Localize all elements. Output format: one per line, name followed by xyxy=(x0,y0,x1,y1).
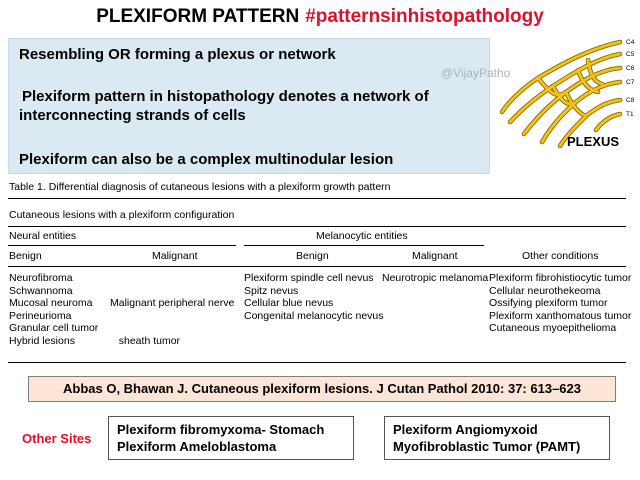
group-header-neural: Neural entities xyxy=(9,230,77,242)
other-sites-label: Other Sites xyxy=(22,431,92,446)
definition-line-2: Plexiform pattern in histopathology deno… xyxy=(22,88,429,105)
table-rule-header xyxy=(8,266,626,267)
definition-line-1: Resembling OR forming a plexus or networ… xyxy=(19,46,336,63)
column-header-melanocytic-malignant: Malignant xyxy=(412,250,458,262)
other-site-item: Plexiform Angiomyxoid xyxy=(393,422,538,437)
plexus-label-t1: T1 xyxy=(626,111,634,118)
title-main: PLEXIFORM PATTERN xyxy=(96,6,300,27)
table-column-other: Plexiform fibrohistiocytic tumor Cellula… xyxy=(489,272,631,335)
table-rule-sub xyxy=(8,226,626,227)
plexus-label-c4: C4 xyxy=(626,39,635,46)
citation-box: Abbas O, Bhawan J. Cutaneous plexiform l… xyxy=(28,376,616,402)
definition-box: Resembling OR forming a plexus or networ… xyxy=(8,38,490,174)
table-cell: Neurofibroma xyxy=(9,272,73,284)
other-sites-box-2: Plexiform Angiomyxoid Myofibroblastic Tu… xyxy=(384,416,610,460)
plexus-label-c6: C6 xyxy=(626,65,635,72)
group-rule-melanocytic xyxy=(244,245,484,246)
table-cell: sheath tumor xyxy=(110,334,181,347)
table-cell: Malignant peripheral nerve xyxy=(110,297,235,310)
group-rule-neural xyxy=(8,245,236,246)
table-cell: Cellular blue nevus xyxy=(244,297,334,310)
table-rule-top xyxy=(8,198,626,199)
definition-line-4: Plexiform can also be a complex multinod… xyxy=(19,151,394,168)
table-cell: Plexiform spindle cell nevus xyxy=(244,272,374,284)
table-column-neural-benign: Neurofibroma Schwannoma Mucosal neuroma … xyxy=(9,272,98,348)
column-header-melanocytic-benign: Benign xyxy=(296,250,329,262)
definition-line-3: interconnecting strands of cells xyxy=(19,107,246,124)
table-cell: Congenital melanocytic nevus xyxy=(244,309,384,322)
column-header-other: Other conditions xyxy=(522,250,599,262)
table-cell: Neurotropic melanoma xyxy=(382,272,489,284)
table-cell: Schwannoma xyxy=(9,284,73,297)
table-column-neural-malignant: Malignant peripheral nerve sheath tumor xyxy=(110,272,234,360)
table-column-melanocytic-malignant: Neurotropic melanoma xyxy=(382,272,488,285)
table-rule-bottom xyxy=(8,362,626,363)
table-cell: Cutaneous myoepithelioma xyxy=(489,322,617,335)
plexus-illustration: C4 C5 C6 C7 C8 T1 xyxy=(499,39,635,149)
table-column-melanocytic-benign: Plexiform spindle cell nevus Spitz nevus… xyxy=(244,272,384,322)
table-cell: Mucosal neuroma xyxy=(9,297,93,310)
table-cell: Cellular neurothekeoma xyxy=(489,284,601,297)
table-caption: Table 1. Differential diagnosis of cutan… xyxy=(9,181,391,193)
table-cell: Perineurioma xyxy=(9,309,72,322)
other-site-item: Plexiform fibromyxoma- Stomach xyxy=(117,422,325,437)
table-cell: Granular cell tumor xyxy=(9,322,99,335)
page-title: PLEXIFORM PATTERN#patternsinhistopatholo… xyxy=(0,6,640,28)
table-cell: Ossifying plexiform tumor xyxy=(489,297,608,310)
plexus-label-c8: C8 xyxy=(626,97,635,104)
table-cell: Hybrid lesions xyxy=(9,334,75,347)
plexus-label-c7: C7 xyxy=(626,79,635,86)
column-header-neural-benign: Benign xyxy=(9,250,42,262)
plexus-label-c5: C5 xyxy=(626,51,635,58)
column-header-neural-malignant: Malignant xyxy=(152,250,198,262)
other-site-item: Myofibroblastic Tumor (PAMT) xyxy=(393,439,581,454)
title-hashtag: #patternsinhistopathology xyxy=(305,6,544,27)
watermark: @VijayPatho xyxy=(441,66,511,80)
table-cell: Spitz nevus xyxy=(244,284,299,297)
group-header-melanocytic: Melanocytic entities xyxy=(316,230,408,242)
table-cell: Plexiform xanthomatous tumor xyxy=(489,309,632,322)
other-sites-box-1: Plexiform fibromyxoma- Stomach Plexiform… xyxy=(108,416,354,460)
table-subcaption: Cutaneous lesions with a plexiform confi… xyxy=(9,209,235,221)
table-cell: Plexiform fibrohistiocytic tumor xyxy=(489,272,632,284)
other-site-item: Plexiform Ameloblastoma xyxy=(117,439,277,454)
plexus-caption: PLEXUS xyxy=(567,134,620,149)
